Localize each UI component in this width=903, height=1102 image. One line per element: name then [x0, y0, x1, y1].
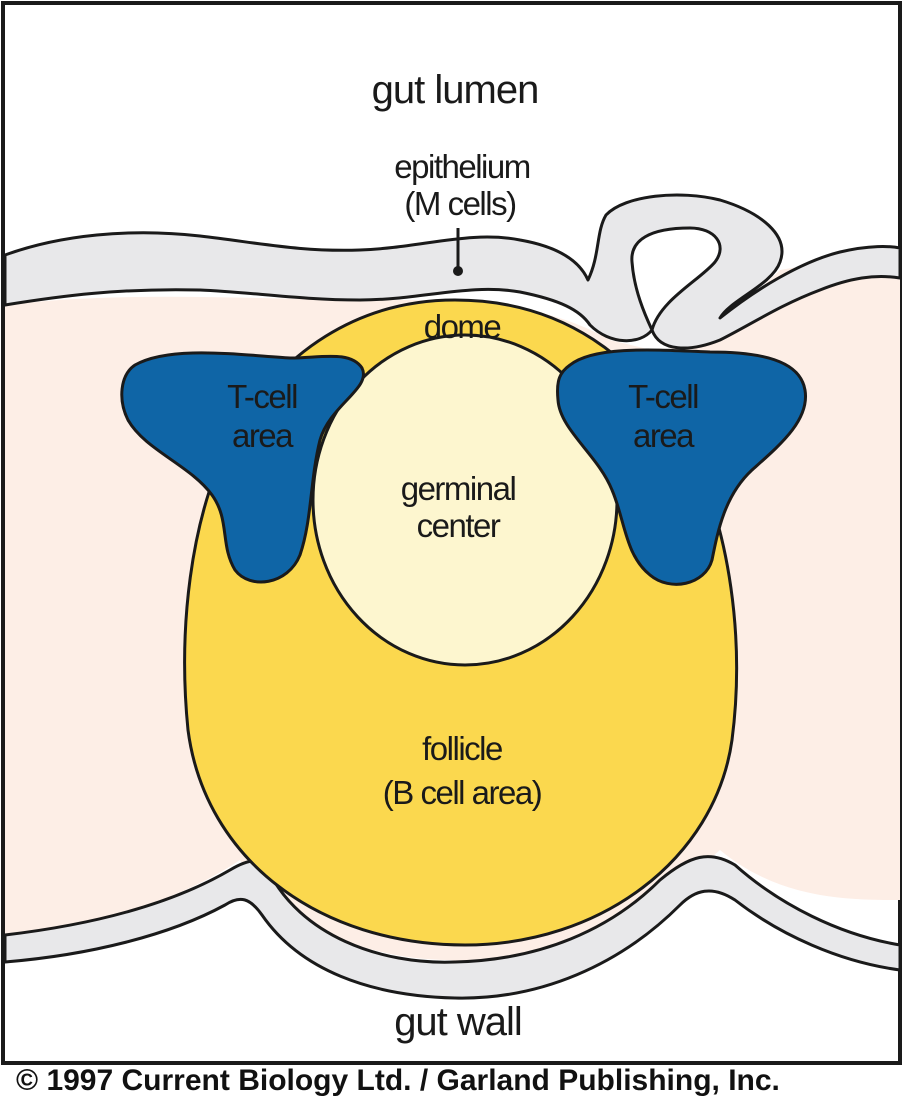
- label-epithelium: epithelium: [394, 148, 529, 185]
- label-gut-wall: gut wall: [394, 1000, 522, 1044]
- label-center: center: [417, 507, 501, 544]
- label-b-cell-area: (B cell area): [383, 774, 541, 811]
- label-tcell-right: T-cell: [628, 378, 698, 415]
- label-germinal: germinal: [401, 470, 516, 507]
- label-dome: dome: [424, 308, 501, 345]
- label-tcell-left-area: area: [232, 417, 294, 454]
- label-gut-lumen: gut lumen: [372, 68, 539, 112]
- label-tcell-left: T-cell: [227, 378, 297, 415]
- pointer-dot: [453, 266, 463, 276]
- label-m-cells: (M cells): [404, 185, 515, 222]
- label-tcell-right-area: area: [633, 417, 695, 454]
- copyright-text: © 1997 Current Biology Ltd. / Garland Pu…: [16, 1064, 780, 1097]
- label-follicle: follicle: [422, 730, 502, 767]
